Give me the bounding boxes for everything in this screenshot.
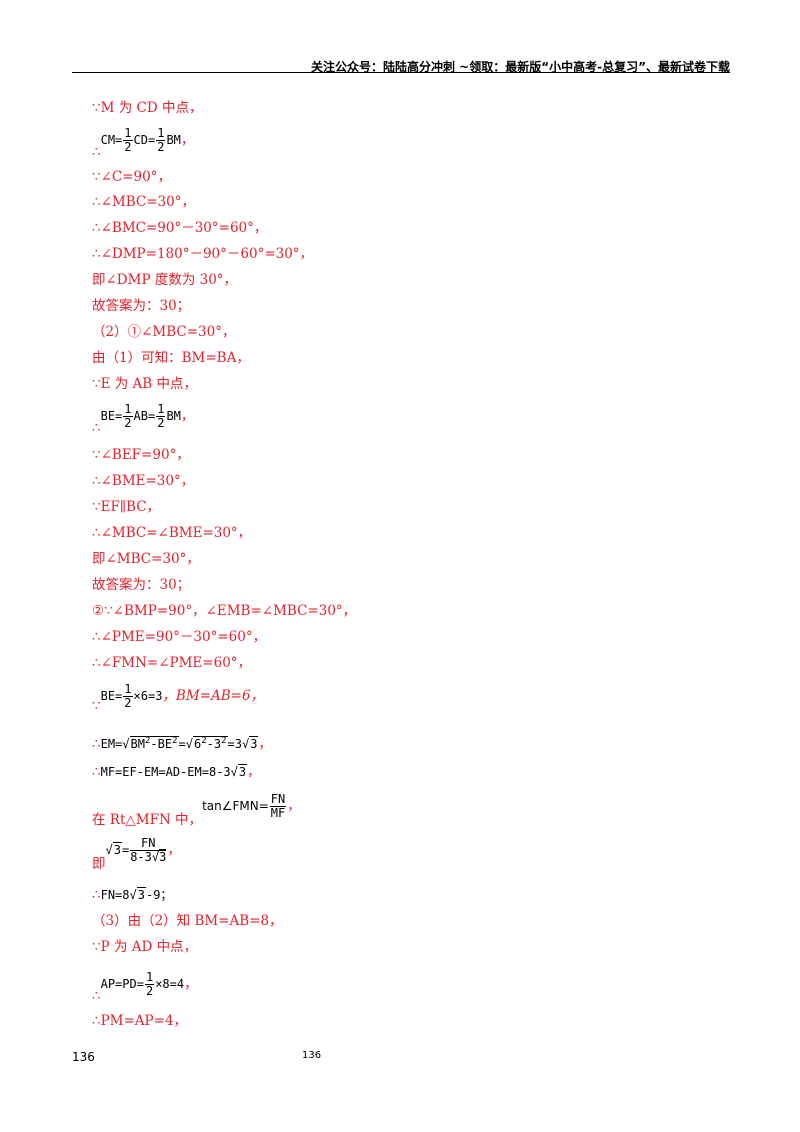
text-line: 故答案为：30； bbox=[92, 577, 191, 593]
text-line: ∵∠C=90°， bbox=[92, 169, 171, 185]
text-line: ∵P 为 AD 中点， bbox=[92, 939, 198, 955]
text-line: ∴∠MBC=∠BME=30°， bbox=[92, 525, 252, 541]
text-line: ∴PM=AP=4， bbox=[92, 1013, 188, 1029]
formula-line: ∴EM=√BM2-BE2=√62-32=3√3， bbox=[92, 736, 272, 752]
text-line: 故答案为：30； bbox=[92, 298, 191, 314]
text-line: ∴∠BME=30°， bbox=[92, 473, 195, 489]
text-line: ∵∠BEF=90°， bbox=[92, 447, 190, 463]
page-header: 关注公众号：陆陆高分冲刺 ~领取：最新版“小中高考-总复习”、最新试卷下载 bbox=[311, 60, 730, 74]
text-line: 即∠DMP 度数为 30°， bbox=[92, 272, 238, 288]
text-line: ∵M 为 CD 中点， bbox=[92, 100, 203, 116]
text-line: 由（1）可知：BM=BA， bbox=[92, 350, 250, 366]
text-line: ∴∠MBC=30°， bbox=[92, 194, 195, 210]
header-divider bbox=[72, 72, 730, 73]
text-line: ②∵∠BMP=90°，∠EMB=∠MBC=30°， bbox=[92, 603, 357, 619]
page-number-center: 136 bbox=[302, 1050, 322, 1061]
text-line: ∵EF∥BC， bbox=[92, 499, 161, 515]
text-line: 即∠MBC=30°， bbox=[92, 551, 200, 567]
text-line: ∴∠BMC=90°－30°=60°， bbox=[92, 220, 268, 236]
text-line: ∴∠PME=90°－30°=60°， bbox=[92, 629, 267, 645]
page-number-left: 136 bbox=[72, 1050, 95, 1064]
text-line: （2）①∠MBC=30°， bbox=[92, 324, 236, 340]
text-line: ∴∠FMN=∠PME=60°， bbox=[92, 655, 252, 671]
formula-line: ∴FN=8√3-9； bbox=[92, 887, 173, 903]
text-line: （3）由（2）知 BM=AB=8， bbox=[92, 913, 283, 929]
formula-line: ∴MF=EF-EM=AD-EM=8-3√3， bbox=[92, 764, 261, 780]
text-line: ∴∠DMP=180°－90°－60°=30°， bbox=[92, 246, 314, 262]
text-line: ∵E 为 AB 中点， bbox=[92, 376, 197, 392]
